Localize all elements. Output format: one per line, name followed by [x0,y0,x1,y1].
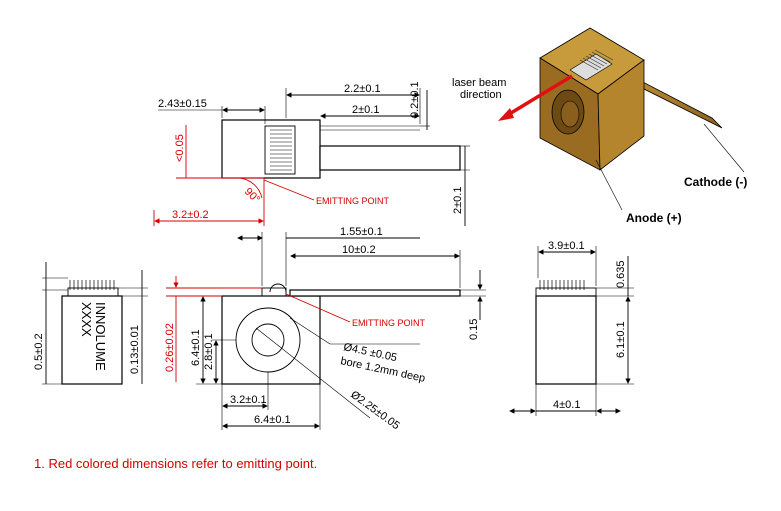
iso-chip [569,53,613,81]
front-dim-6-4-vertical: 6.4±0.1 [190,329,202,366]
front-emitting-point-label: EMITTING POINT [352,318,426,328]
left-dim-0-13: 0.13±0.01 [129,325,141,374]
top-dim-angle: 90° [242,186,262,206]
laser-beam-label: laser beam [452,77,506,89]
laser-beam-direction-label: direction [460,89,502,101]
right-view: 3.9±0.1 0.635 6.1±0.1 4±0.1 [509,240,634,416]
right-view-chip [535,287,597,297]
front-view: 1.55±0.1 10±0.2 0.26±0.02 EMITTING POINT… [164,226,486,432]
front-dim-6-4: 6.4±0.1 [254,414,291,426]
front-view-chip-ledge [261,287,287,297]
top-dim-0-2: 0.2±0.1 [409,81,421,118]
front-dim-0-15: 0.15 [468,319,480,340]
front-dim-10: 10±0.2 [342,244,376,256]
top-dim-3-2: 3.2±0.2 [172,209,209,221]
iso-wire-bonds [579,49,614,71]
top-dim-2: 2±0.1 [352,104,379,116]
footnote: 1. Red colored dimensions refer to emitt… [34,456,317,471]
right-dim-0-635: 0.635 [615,260,627,288]
top-view-lead [319,145,461,171]
right-dim-6-1: 6.1±0.1 [615,321,627,358]
top-dim-2-43: 2.43±0.15 [158,98,207,110]
laser-beam-arrow [505,74,573,118]
left-view-body [61,295,123,385]
cathode-label: Cathode (-) [684,175,747,189]
front-dim-3-2: 3.2±0.1 [230,394,267,406]
right-view-body [535,295,597,385]
top-emitting-point-label: EMITTING POINT [316,196,390,206]
front-dim-inner-diameter: Ø2.25±0.05 [348,389,402,432]
right-dim-4: 4±0.1 [553,399,580,411]
isometric-view: laser beam direction Cathode (-) Anode (… [452,27,747,225]
top-dim-2-2: 2.2±0.1 [344,83,381,95]
iso-inner-bore [560,100,580,128]
top-view-wire-bonds [270,129,292,171]
left-view-pins [69,280,115,290]
top-dim-2-vertical: 2±0.1 [452,187,464,214]
right-dim-3-9: 3.9±0.1 [548,240,585,252]
top-view: 2.2±0.1 2±0.1 0.2±0.1 2.43±0.15 <0.05 90… [153,81,470,226]
left-view-chip [67,287,119,297]
left-dim-0-5: 0.5±0.2 [33,333,45,370]
top-dim-tolerance: <0.05 [174,134,186,162]
left-view: INNOLUME XXXX 0.5±0.2 0.13±0.01 [33,262,148,385]
right-view-pins [539,280,585,290]
front-view-lead [289,289,461,297]
front-dim-2-8: 2.8±0.1 [203,333,215,370]
laser-beam-arrow-head [498,108,514,121]
left-view-marking-innolume: INNOLUME [93,302,108,371]
top-view-chip [264,125,296,175]
top-view-body [221,119,321,179]
front-dim-1-55: 1.55±0.1 [340,226,383,238]
front-view-inner-bore [251,323,285,357]
iso-side-face [597,59,645,171]
anode-label: Anode (+) [626,211,682,225]
front-dim-0-26: 0.26±0.02 [164,323,176,372]
left-view-marking-xxxx: XXXX [79,302,94,337]
